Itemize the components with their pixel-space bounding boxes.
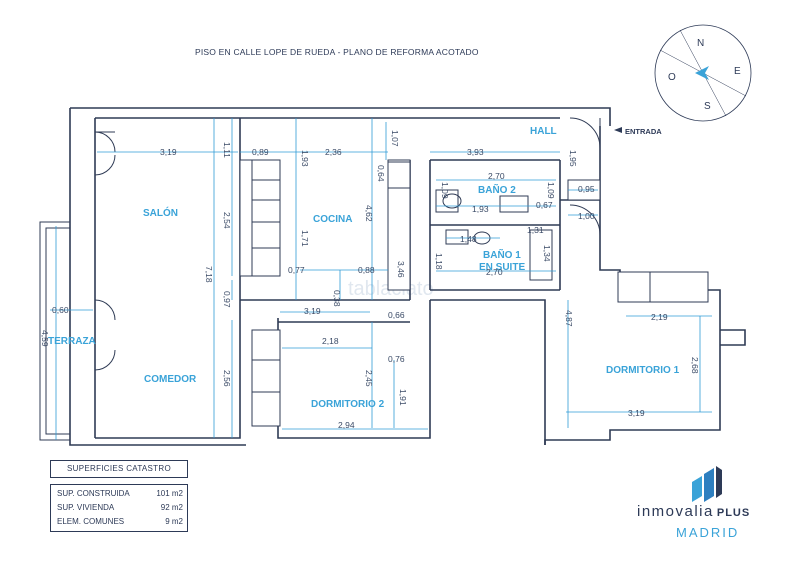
dim-label: 3,46 [396, 261, 406, 278]
dim-label: 2,45 [364, 370, 374, 387]
dim-label: 3,19 [160, 147, 177, 157]
surface-row: SUP. CONSTRUIDA 101 m2 [57, 489, 183, 498]
entrance-arrow-icon [614, 127, 622, 133]
surface-label: SUP. CONSTRUIDA [57, 489, 130, 498]
room-label-salon: SALÓN [143, 206, 178, 219]
doors [94, 117, 601, 371]
dim-label: 0,89 [252, 147, 269, 157]
surface-value: 101 m2 [156, 489, 183, 498]
fixtures [239, 159, 709, 427]
dim-label: 1,71 [300, 230, 310, 247]
compass-e: E [734, 66, 741, 77]
dim-label: 0,60 [52, 305, 69, 315]
dim-label: 0,77 [288, 265, 305, 275]
surfaces-table: SUP. CONSTRUIDA 101 m2 SUP. VIVIENDA 92 … [50, 484, 188, 532]
dim-label: 2,18 [322, 336, 339, 346]
logo-name-text: inmovalia [637, 503, 714, 520]
room-label-bano1-line1: BAÑO 1 [483, 248, 521, 261]
dim-label: 7,18 [204, 266, 214, 283]
room-label-dormitorio2: DORMITORIO 2 [311, 399, 385, 410]
logo-mark-icon [692, 466, 722, 502]
surfaces-heading: SUPERFICIES CATASTRO [50, 460, 188, 478]
dim-label: 1,91 [398, 389, 408, 406]
dim-label: 3,93 [467, 147, 484, 157]
dim-label: 1,07 [390, 130, 400, 147]
dim-label: 1,00 [578, 211, 595, 221]
dimension-lines [50, 118, 712, 440]
dim-label: 2,68 [690, 357, 700, 374]
dim-label: 2,36 [325, 147, 342, 157]
dim-label: 0,95 [578, 184, 595, 194]
dim-label: 1,34 [542, 245, 552, 262]
logo-suffix: PLUS [716, 507, 751, 519]
dim-label: 1,18 [434, 253, 444, 270]
dim-label: 3,19 [628, 408, 645, 418]
surface-value: 92 m2 [160, 503, 183, 512]
surface-label: SUP. VIVIENDA [57, 503, 115, 512]
dim-label: 2,19 [651, 312, 668, 322]
surface-label: ELEM. COMUNES [57, 517, 125, 526]
dim-label: 2,56 [222, 370, 232, 387]
dim-label: 3,19 [304, 306, 321, 316]
dim-label: 1,31 [527, 225, 544, 235]
dim-label: 2,94 [338, 420, 355, 430]
entrance-label: ENTRADA [625, 127, 662, 136]
entrance-marker: ENTRADA [614, 127, 662, 136]
room-label-bano1-line2: EN SUITE [479, 262, 525, 273]
room-label-dormitorio1: DORMITORIO 1 [606, 365, 680, 376]
outer-walls [39, 107, 746, 446]
dim-label: 0,67 [536, 200, 553, 210]
room-label-hall: HALL [530, 126, 557, 137]
logo-city: MADRID [676, 525, 740, 540]
dim-label: 4,59 [40, 330, 50, 347]
surface-row: ELEM. COMUNES 9 m2 [57, 517, 183, 526]
room-label-cocina: COCINA [313, 214, 352, 225]
dim-label: 4,62 [364, 205, 374, 222]
dim-label: 0,66 [388, 310, 405, 320]
dim-label: 1,95 [568, 150, 578, 167]
dim-label: 2,70 [488, 171, 505, 181]
surface-value: 9 m2 [165, 517, 183, 526]
surface-row: SUP. VIVIENDA 92 m2 [57, 503, 183, 512]
dim-label: 1,93 [300, 150, 310, 167]
dim-label: 2,70 [486, 267, 503, 277]
room-labels: HALL SALÓN COCINA BAÑO 2 BAÑO 1 EN SUITE… [48, 126, 680, 410]
dim-label: 1,11 [222, 142, 232, 158]
dim-label: 4,87 [564, 310, 574, 327]
dim-label: 1,93 [472, 204, 489, 214]
dim-label: 1,09 [546, 182, 556, 199]
dim-label: 0,76 [388, 354, 405, 364]
compass-n: N [697, 38, 704, 49]
compass-o: O [668, 72, 676, 83]
dim-label: 2,54 [222, 212, 232, 229]
compass-s: S [704, 101, 711, 112]
dim-label: 0,38 [332, 290, 342, 307]
dimension-labels: 3,19 1,11 0,89 1,93 2,36 1,07 3,93 1,95 … [40, 130, 700, 430]
dim-label: 0,64 [376, 165, 386, 182]
room-label-bano2: BAÑO 2 [478, 183, 516, 196]
room-label-terraza: TERRAZA [48, 336, 96, 347]
dim-label: 1,09 [440, 182, 450, 199]
room-label-comedor: COMEDOR [144, 374, 197, 385]
dim-label: 0,88 [358, 265, 375, 275]
dim-label: 0,97 [222, 291, 232, 308]
dim-label: 1,48 [460, 234, 477, 244]
compass-icon: N E S O [654, 24, 752, 122]
plan-title: PISO EN CALLE LOPE DE RUEDA - PLANO DE R… [195, 47, 479, 57]
